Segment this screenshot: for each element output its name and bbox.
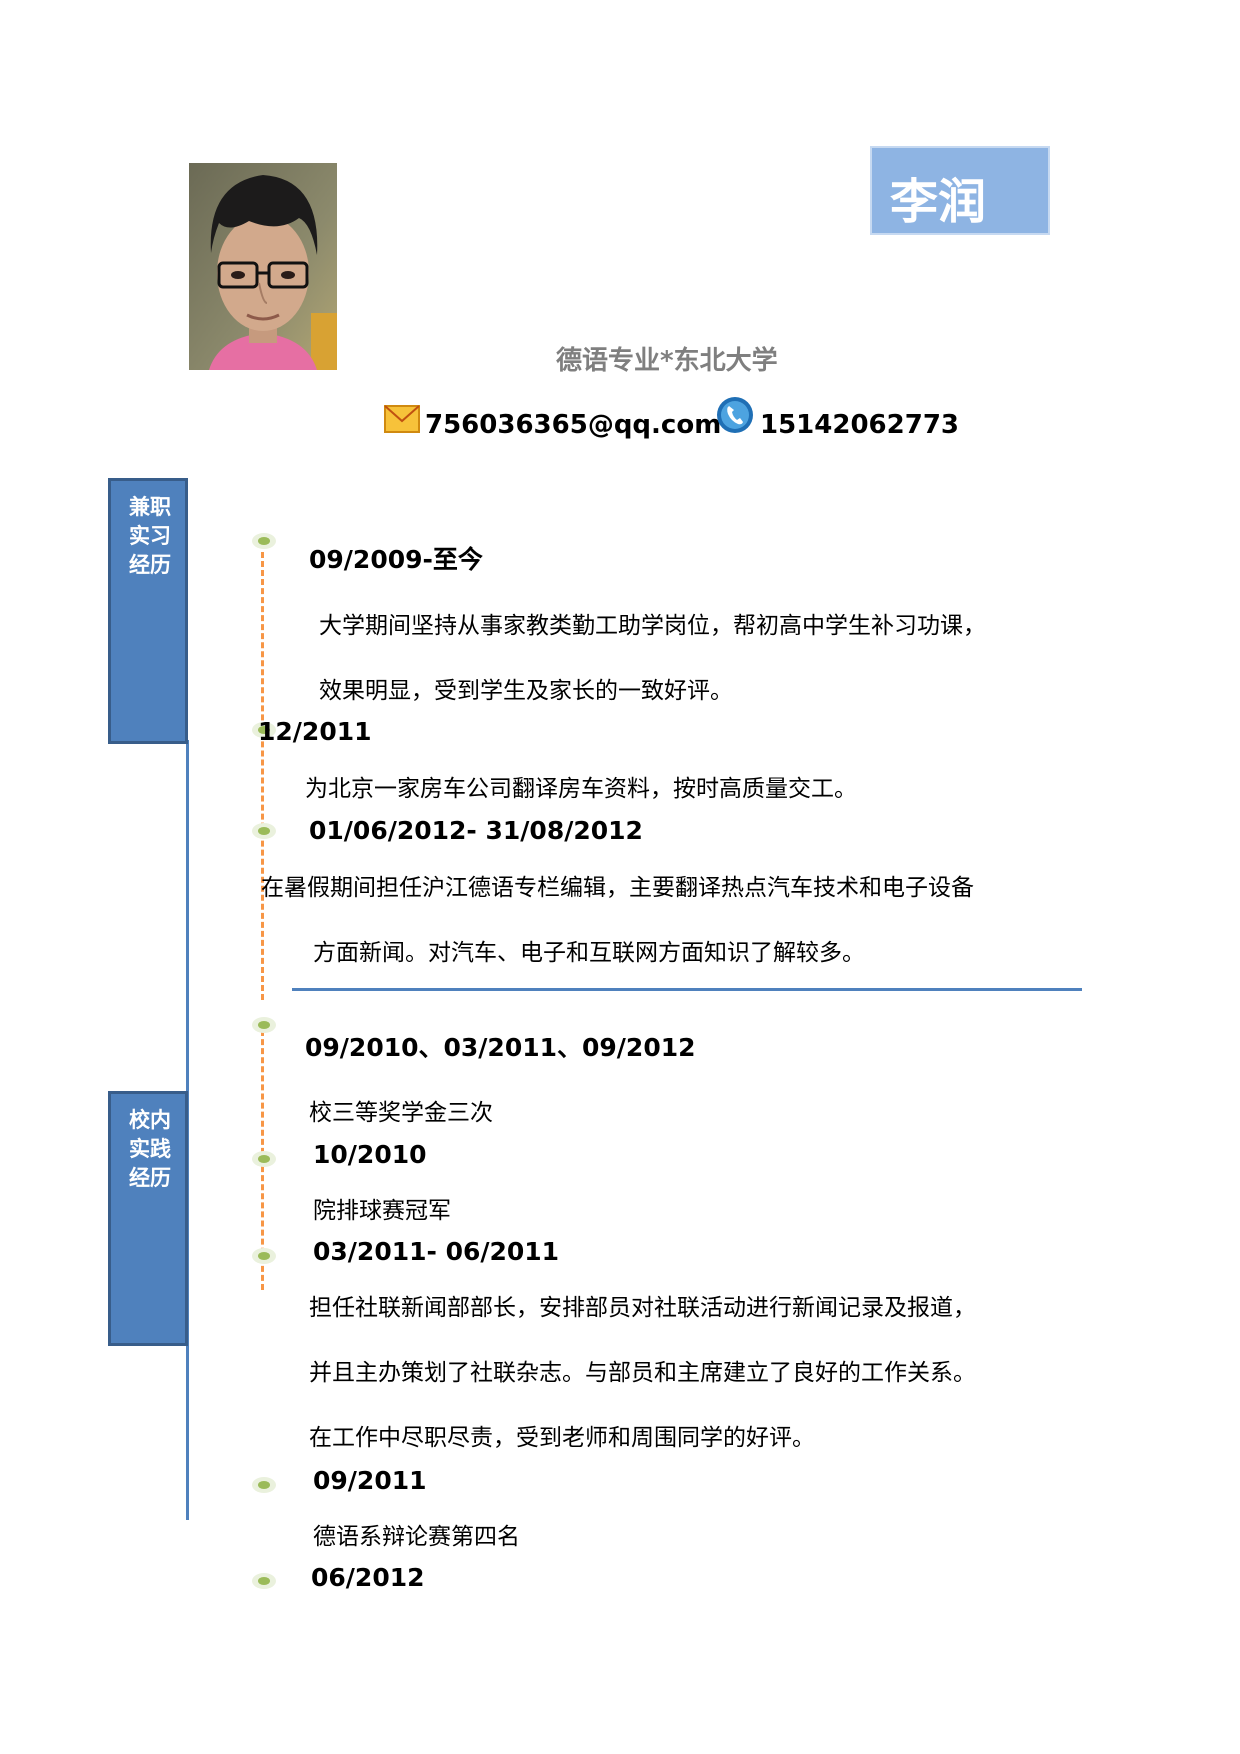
- entry-text: 担任社联新闻部部长，安排部员对社联活动进行新闻记录及报道，: [309, 1295, 976, 1321]
- entry-text: 在工作中尽职尽责，受到老师和周围同学的好评。: [309, 1425, 815, 1451]
- dashed-timeline-work: [261, 552, 264, 1000]
- entry-text: 大学期间坚持从事家教类勤工助学岗位，帮初高中学生补习功课，: [319, 613, 986, 639]
- section-tab-campus: 校内 实践 经历: [108, 1091, 188, 1346]
- bullet-dot-icon: [251, 1015, 277, 1035]
- entry-date: 12/2011: [258, 717, 372, 746]
- section-divider: [292, 988, 1082, 991]
- bullet-dot-icon: [251, 1246, 277, 1266]
- entry-text: 校三等奖学金三次: [309, 1100, 493, 1126]
- entry-date: 06/2012: [311, 1563, 425, 1592]
- entry-text: 院排球赛冠军: [313, 1198, 451, 1224]
- entry-text: 效果明显，受到学生及家长的一致好评。: [319, 678, 733, 704]
- entry-text: 为北京一家房车公司翻译房车资料，按时高质量交工。: [305, 776, 857, 802]
- bullet-dot-icon: [251, 1571, 277, 1591]
- entry-text: 德语系辩论赛第四名: [313, 1524, 520, 1550]
- telephone-icon: [716, 396, 754, 434]
- envelope-icon: [384, 405, 420, 433]
- entry-text: 并且主办策划了社联杂志。与部员和主席建立了良好的工作关系。: [309, 1360, 976, 1386]
- entry-date: 09/2011: [313, 1466, 427, 1495]
- bullet-dot-icon: [251, 720, 277, 740]
- section-label-campus: 校内 实践 经历: [129, 1108, 171, 1190]
- bullet-dot-icon: [251, 821, 277, 841]
- name-text: 李润: [890, 174, 987, 230]
- email-text[interactable]: 756036365@qq.com: [425, 410, 722, 440]
- entry-date: 09/2009-至今: [309, 545, 483, 574]
- bullet-dot-icon: [251, 531, 277, 551]
- name-box: 李润: [870, 146, 1050, 235]
- bullet-dot-icon: [251, 1475, 277, 1495]
- entry-date: 09/2010、03/2011、09/2012: [305, 1033, 696, 1062]
- entry-date: 10/2010: [313, 1140, 427, 1169]
- phone-text[interactable]: 15142062773: [760, 410, 959, 440]
- section-tab-work: 兼职 实习 经历: [108, 478, 188, 744]
- entry-text: 在暑假期间担任沪江德语专栏编辑，主要翻译热点汽车技术和电子设备: [261, 875, 974, 901]
- profile-photo: [189, 163, 337, 370]
- entry-date: 01/06/2012- 31/08/2012: [309, 816, 643, 845]
- bullet-dot-icon: [251, 1149, 277, 1169]
- major-university: 德语专业*东北大学: [556, 346, 778, 376]
- entry-text: 方面新闻。对汽车、电子和互联网方面知识了解较多。: [313, 940, 865, 966]
- section-label-work: 兼职 实习 经历: [129, 495, 171, 577]
- entry-date: 03/2011- 06/2011: [313, 1237, 560, 1266]
